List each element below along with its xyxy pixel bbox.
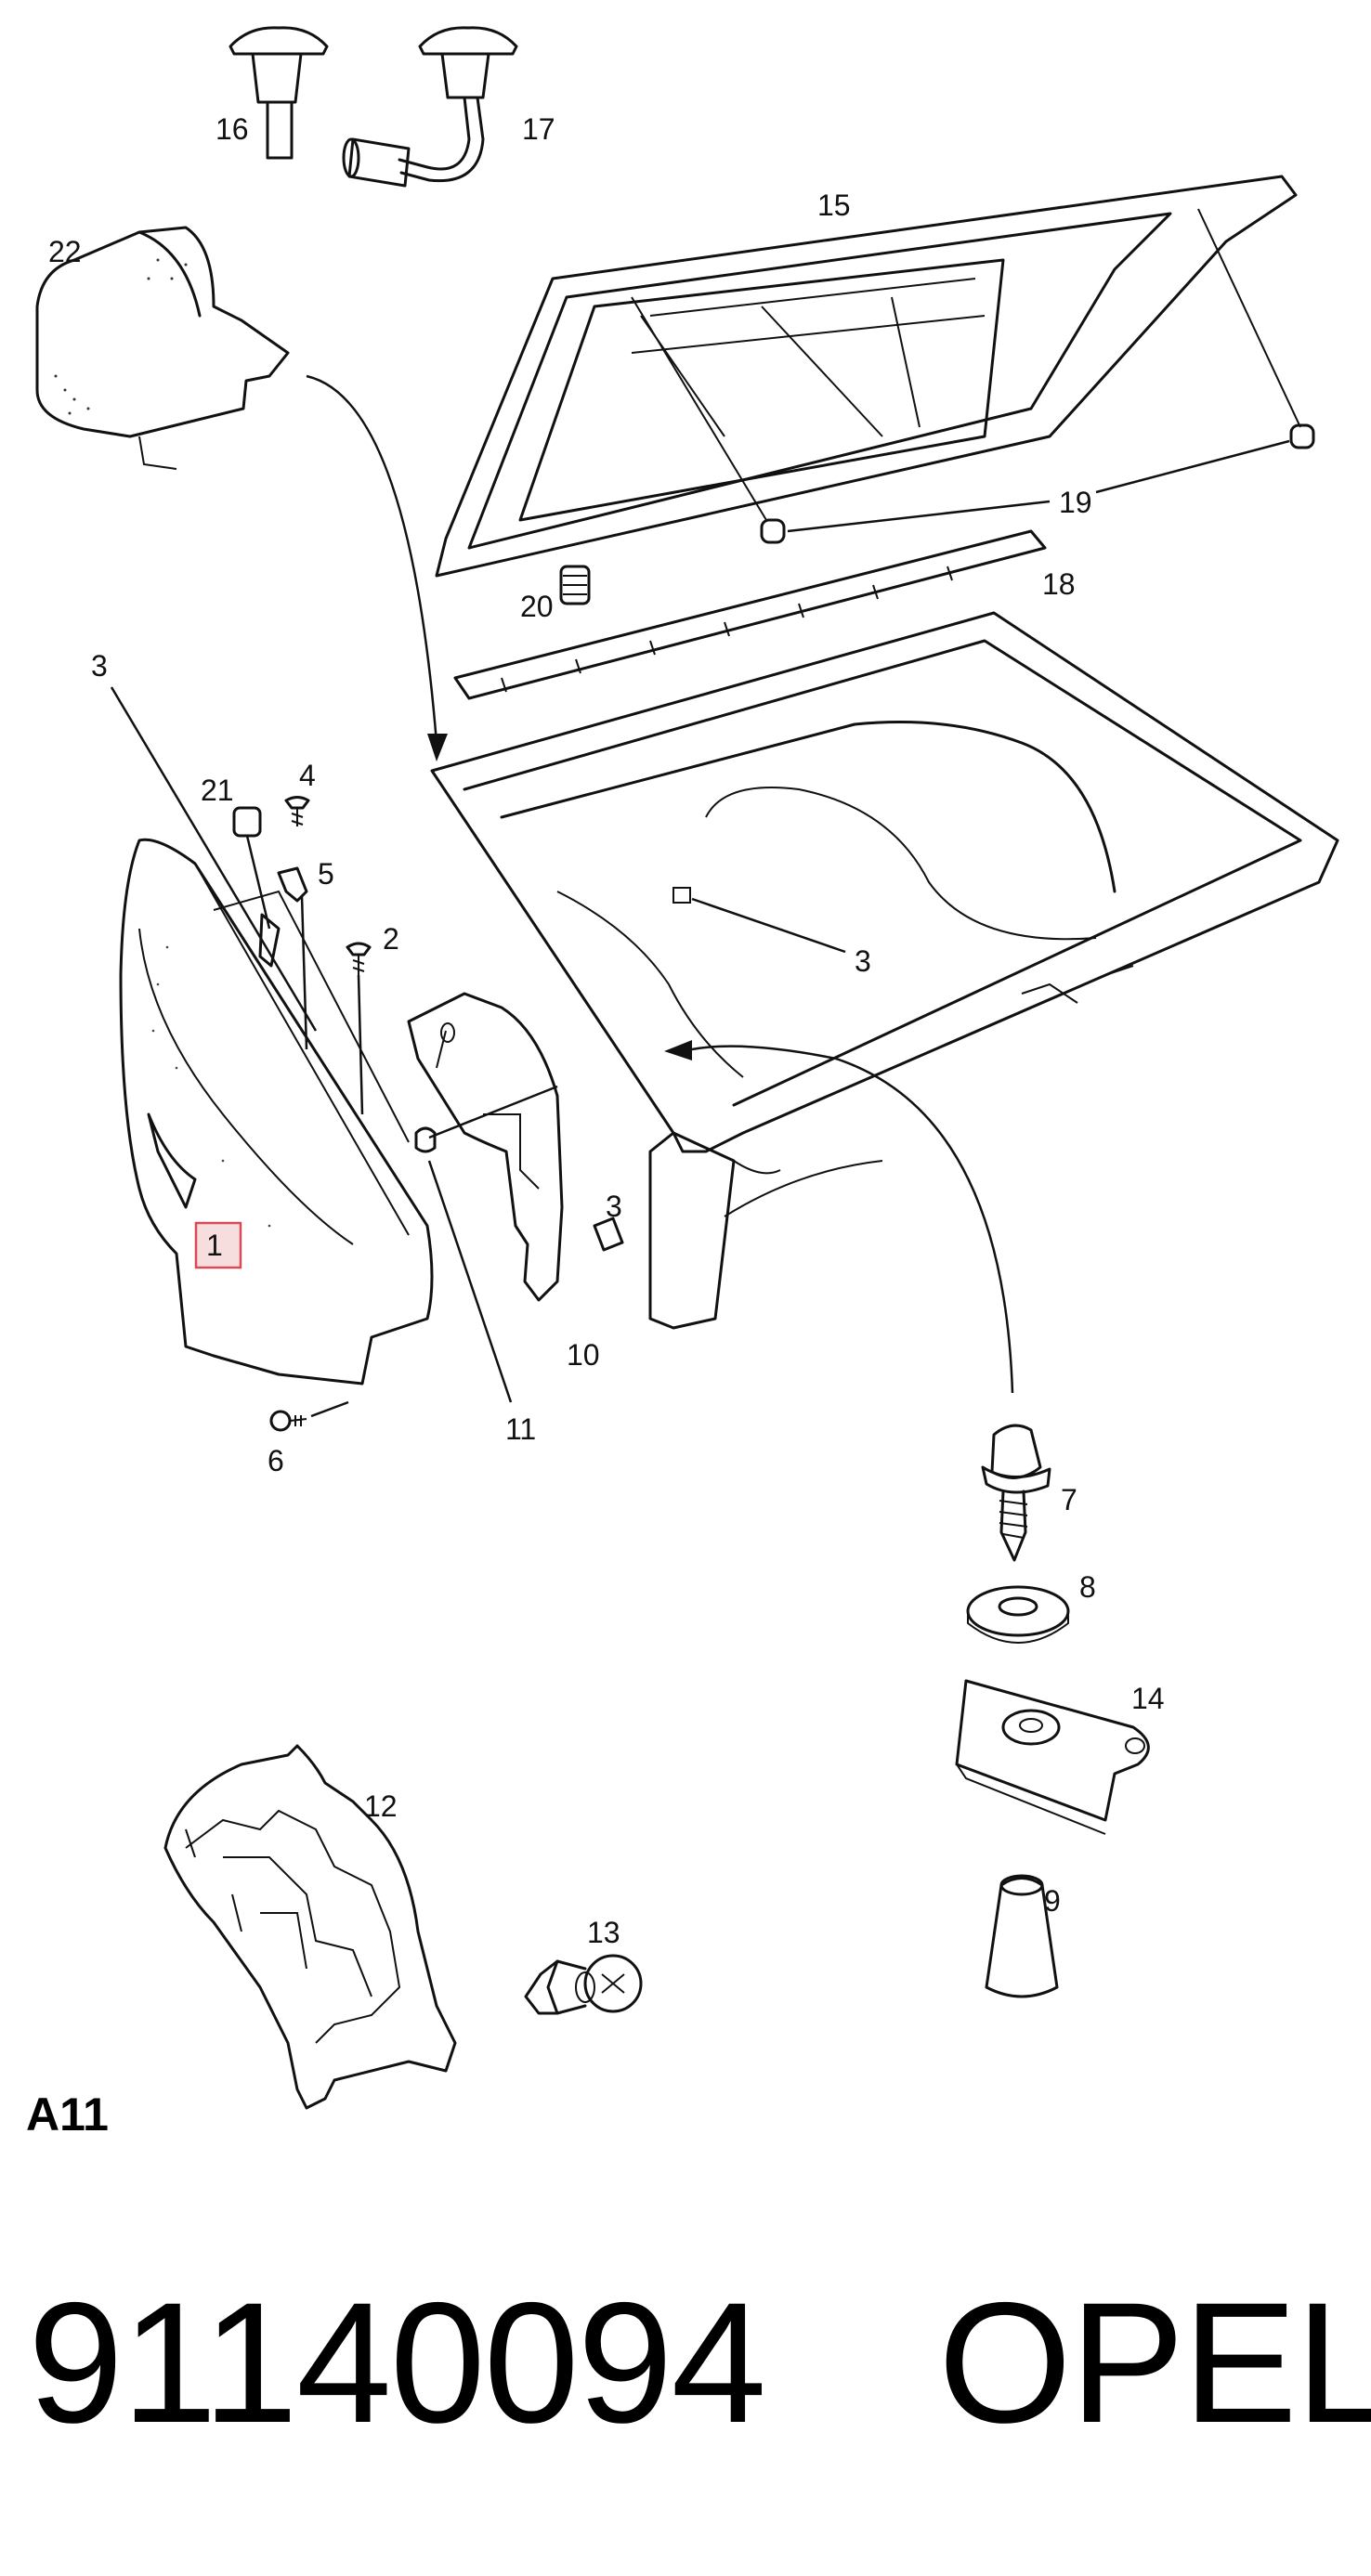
callout-6: 6 (268, 1444, 284, 1477)
callout-9: 9 (1044, 1884, 1061, 1918)
part-11-bolt (414, 1126, 513, 1403)
parts-diagram: 16 17 22 15 19 (26, 26, 1339, 2140)
part-13-push-clip (524, 1954, 643, 2015)
arrow-head-22 (427, 734, 448, 761)
leader-19 (787, 439, 1290, 533)
section-code: A11 (26, 2088, 109, 2140)
callout-3-panel: 3 (91, 649, 108, 683)
callout-12: 12 (364, 1789, 398, 1823)
callout-1: 1 (206, 1229, 223, 1262)
callout-22: 22 (48, 235, 82, 268)
part-12-wheel-arch-liner (163, 1744, 457, 2110)
callout-10: 10 (567, 1338, 600, 1372)
callout-2: 2 (383, 922, 399, 956)
arrow-head-body (664, 1040, 692, 1060)
callout-1-highlight-box (194, 1221, 242, 1269)
part-19-bump-stops (760, 423, 1315, 544)
part-21-clip (232, 806, 281, 968)
part-5-clip (277, 866, 308, 1050)
part-1-side-trim-panel (119, 838, 434, 1386)
part-7-bolt (981, 1424, 1051, 1562)
part-3-nut (593, 1216, 624, 1252)
callout-21: 21 (201, 774, 234, 807)
callout-20: 20 (520, 590, 554, 623)
callout-19: 19 (1059, 486, 1092, 519)
callout-16: 16 (215, 112, 249, 146)
callout-17: 17 (522, 112, 555, 146)
part-2-screw (346, 942, 372, 1115)
callout-18: 18 (1042, 567, 1076, 601)
body-load-floor (430, 611, 1339, 1330)
part-18-seal-strip (453, 529, 1047, 700)
part-6-fastener (269, 1400, 349, 1432)
part-4-screw (284, 796, 310, 826)
part-17-nozzle-hose (342, 26, 518, 188)
callout-11: 11 (505, 1412, 536, 1446)
footer: 91140094 OPEL (0, 2257, 1371, 2498)
leader-3-panel (110, 686, 318, 1032)
callout-4: 4 (299, 759, 316, 792)
callout-8: 8 (1079, 1570, 1096, 1604)
part-22-trim-cover (35, 226, 290, 470)
callout-15: 15 (817, 189, 851, 222)
part-16-washer-nozzle (228, 26, 329, 160)
part-20-buffer (559, 565, 591, 605)
brand-name: OPEL (938, 2268, 1371, 2459)
callout-5: 5 (318, 857, 334, 891)
callout-3-bracket: 3 (606, 1190, 622, 1223)
leader-arrow-body (691, 1045, 1014, 1394)
part-number: 91140094 (28, 2268, 766, 2459)
callout-14: 14 (1131, 1682, 1165, 1715)
part-10-bracket (407, 992, 564, 1302)
part-9-grommet (985, 1874, 1059, 1998)
leader-22-arrow (306, 374, 438, 744)
leader-3-floor (691, 897, 846, 954)
callout-13: 13 (587, 1916, 620, 1949)
callout-7: 7 (1061, 1483, 1077, 1516)
part-14-spring-nut (955, 1679, 1150, 1835)
part-8-washer (966, 1585, 1070, 1644)
callout-3-floor: 3 (855, 944, 871, 978)
part-15-tailgate (435, 175, 1301, 578)
